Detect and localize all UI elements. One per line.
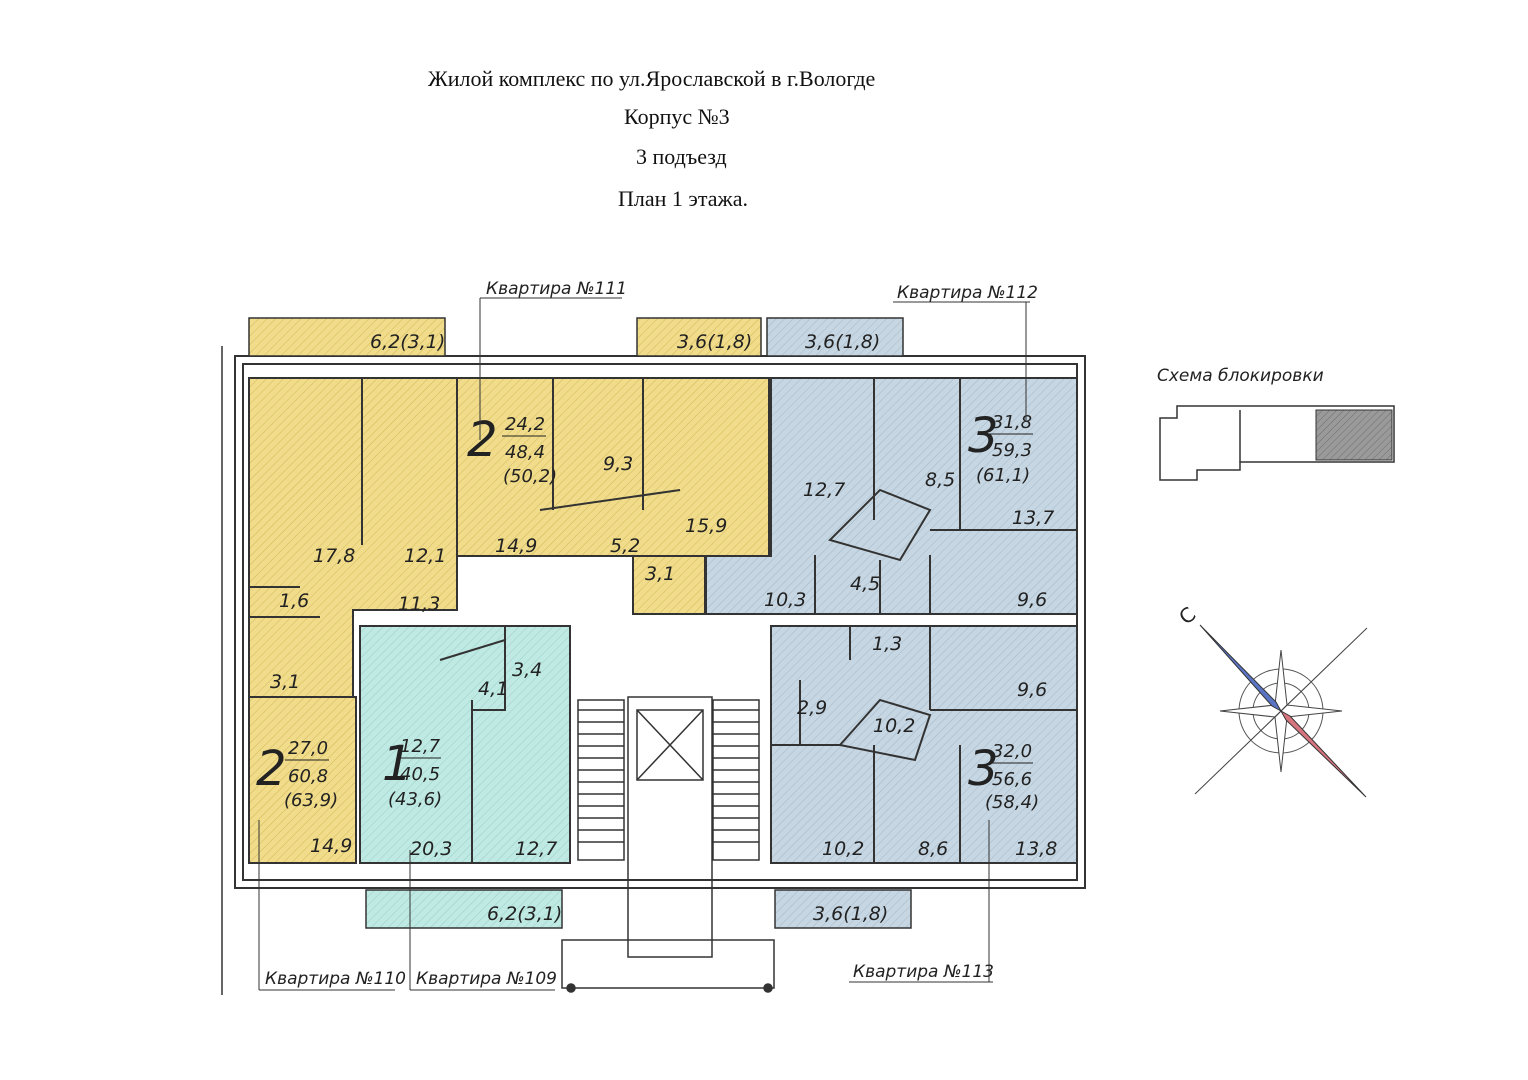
a110-room-area: 12,1 (404, 545, 446, 567)
a112-total-area: 59,3 (992, 440, 1032, 461)
blocking-scheme: Схема блокировки (1157, 366, 1395, 481)
compass-south-arrow (1279, 709, 1367, 798)
balcony-area: 6,2(3,1) (370, 331, 445, 353)
balconies: 6,2(3,1) 3,6(1,8) 3,6(1,8) 6,2(3,1) 3,6(… (248, 317, 912, 929)
apartment-112-label: Квартира №112 (897, 283, 1038, 303)
apartment-110-label: Квартира №110 (265, 969, 406, 989)
a111-room-area: 5,2 (610, 535, 640, 557)
balcony-area: 3,6(1,8) (813, 903, 888, 925)
drawing-title-block: Жилой комплекс по ул.Ярославской в г.Вол… (0, 0, 1528, 230)
a110-total-area: 60,8 (288, 766, 328, 787)
a111-living-area: 24,2 (505, 414, 545, 435)
apartment-112[interactable]: 12,7 8,5 13,7 10,3 4,5 9,6 3 31,8 59,3 (… (705, 377, 1078, 615)
a111-room-area: 14,9 (495, 535, 537, 557)
compass-north-letter: С (1174, 602, 1200, 629)
a111-total-area: 48,4 (505, 442, 545, 463)
a110-room-count: 2 (256, 741, 287, 797)
a113-total-area: 56,6 (992, 769, 1032, 790)
a110-room-area: 11,3 (398, 593, 440, 615)
building-number: Корпус №3 (624, 104, 730, 129)
a112-room-area: 10,3 (764, 589, 806, 611)
a109-room-area: 4,1 (478, 678, 508, 700)
a113-room-area: 8,6 (918, 838, 948, 860)
apartment-111-label: Квартира №111 (486, 279, 627, 299)
a112-room-area: 8,5 (925, 469, 955, 491)
a111-room-area: 3,1 (645, 563, 675, 585)
compass-rose: С (1174, 602, 1368, 798)
a109-room-area: 20,3 (410, 838, 452, 860)
a110-room-area: 1,6 (279, 590, 309, 612)
a112-living-area: 31,8 (992, 412, 1032, 433)
a113-room-area: 10,2 (822, 838, 864, 860)
complex-title: Жилой комплекс по ул.Ярославской в г.Вол… (428, 66, 876, 91)
apartment-113-label: Квартира №113 (853, 962, 994, 982)
balcony-area: 6,2(3,1) (487, 903, 562, 925)
a109-total-with-balcony: (43,6) (388, 789, 442, 810)
a111-room-count: 2 (467, 412, 498, 468)
apartment-109-label: Квартира №109 (416, 969, 557, 989)
a110-total-with-balcony: (63,9) (284, 790, 338, 811)
a110-room-area: 17,8 (313, 545, 355, 567)
a113-room-area: 2,9 (797, 697, 827, 719)
a112-room-area: 9,6 (1017, 589, 1047, 611)
compass-north-arrow (1199, 624, 1283, 713)
a111-room-area: 15,9 (685, 515, 727, 537)
a110-room-area: 3,1 (270, 671, 300, 693)
apartment-labels: Квартира №111 Квартира №112 Квартира №11… (258, 279, 1038, 991)
a111-total-with-balcony: (50,2) (503, 466, 557, 487)
blocking-scheme-title: Схема блокировки (1157, 366, 1324, 386)
a113-room-area: 10,2 (873, 715, 915, 737)
stairwell (561, 696, 775, 993)
floor-plan-title: План 1 этажа. (618, 186, 748, 211)
entrance-number: 3 подъезд (636, 144, 727, 169)
a109-total-area: 40,5 (400, 764, 440, 785)
a113-room-count: 3 (968, 741, 999, 797)
a110-living-area: 27,0 (288, 738, 328, 759)
apartment-111[interactable]: 14,9 9,3 5,2 15,9 3,1 2 24,2 48,4 (50,2) (456, 377, 770, 615)
a109-room-area: 3,4 (512, 659, 542, 681)
balcony-area: 3,6(1,8) (805, 331, 880, 353)
a113-living-area: 32,0 (992, 741, 1032, 762)
a112-room-area: 12,7 (803, 479, 845, 501)
apartment-109[interactable]: 20,3 12,7 4,1 3,4 1 12,7 40,5 (43,6) (359, 625, 571, 864)
a113-room-area: 13,8 (1015, 838, 1057, 860)
apartment-113[interactable]: 1,3 9,6 2,9 10,2 10,2 8,6 13,8 3 32,0 56… (770, 625, 1078, 864)
a113-room-area: 9,6 (1017, 679, 1047, 701)
a112-room-count: 3 (968, 408, 999, 464)
a112-room-area: 13,7 (1012, 507, 1054, 529)
a112-total-with-balcony: (61,1) (976, 465, 1030, 486)
apartment-110[interactable]: 17,8 12,1 11,3 1,6 3,1 14,9 2 27,0 60,8 … (248, 377, 458, 864)
a113-total-with-balcony: (58,4) (985, 792, 1039, 813)
a109-room-count: 1 (382, 736, 413, 792)
balcony-area: 3,6(1,8) (677, 331, 752, 353)
a109-living-area: 12,7 (400, 736, 441, 757)
a112-room-area: 4,5 (850, 573, 880, 595)
a113-room-area: 1,3 (872, 633, 902, 655)
a109-room-area: 12,7 (515, 838, 557, 860)
a111-room-area: 9,3 (603, 453, 633, 475)
a110-room-area: 14,9 (310, 835, 352, 857)
